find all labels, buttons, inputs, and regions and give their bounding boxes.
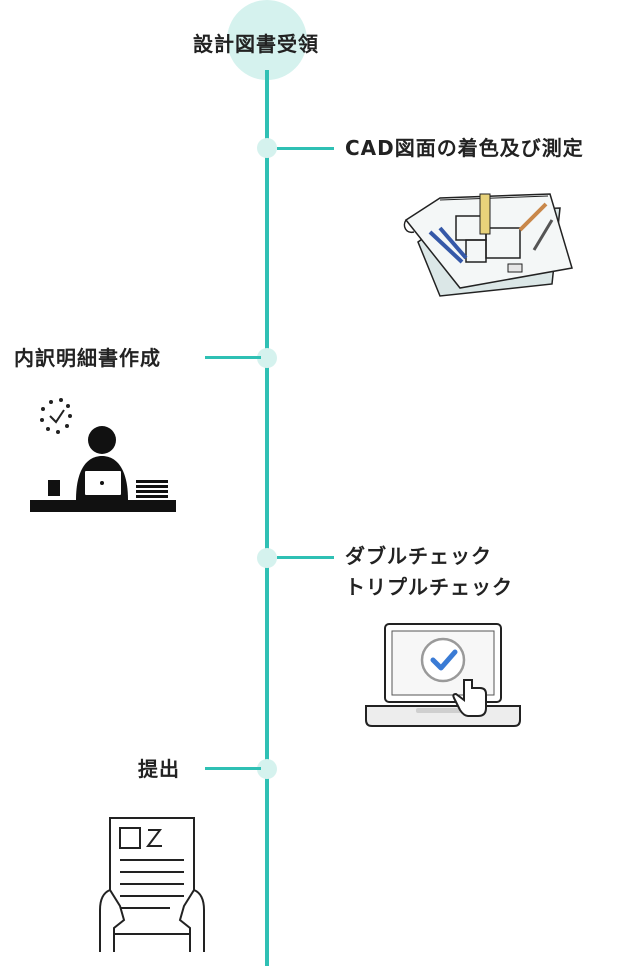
step-1-label: CAD図面の着色及び測定 [345, 136, 584, 160]
step-2-label: 内訳明細書作成 [14, 346, 161, 370]
step-2-node [257, 348, 277, 368]
step-4-connector [205, 767, 261, 770]
step-1-node [257, 138, 277, 158]
step-3-label-line2: トリプルチェック [345, 575, 513, 599]
step-3-node [257, 548, 277, 568]
timeline-line [265, 70, 269, 966]
step-3-connector [277, 556, 334, 559]
blueprint-drawing-icon [400, 180, 580, 308]
step-2-connector [205, 356, 261, 359]
document-in-hands-icon [80, 810, 220, 960]
step-1-connector [277, 147, 334, 150]
step-3-label-line1: ダブルチェック [345, 544, 492, 568]
laptop-check-icon [360, 616, 526, 732]
start-node [227, 0, 307, 80]
person-at-desk-icon [14, 390, 194, 520]
start-label: 設計図書受領 [193, 32, 319, 56]
step-4-label: 提出 [138, 757, 180, 781]
step-4-node [257, 759, 277, 779]
